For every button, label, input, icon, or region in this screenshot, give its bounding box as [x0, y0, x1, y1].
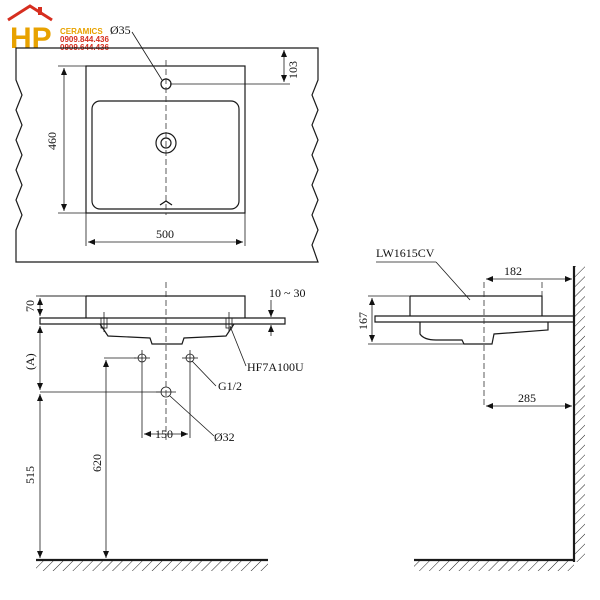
side-basin-body: [419, 322, 549, 345]
side-counter: [374, 315, 575, 323]
front-basin-rim: [85, 295, 246, 318]
counter-outline: [15, 47, 319, 263]
d32-leader: [169, 395, 215, 437]
dim-hole-diameter: Ø35: [110, 23, 131, 37]
logo-chimney-icon: [38, 7, 42, 15]
logo-phone-1: 0909.844.436: [60, 35, 109, 44]
side-wall-hatch: [575, 266, 585, 562]
dim-a: (A): [23, 353, 37, 370]
dim-182: 182: [504, 264, 522, 278]
fixing-right: [225, 312, 233, 332]
dim-620: 620: [90, 454, 104, 472]
basin-bowl: [91, 100, 240, 210]
dim-500: 500: [156, 227, 174, 241]
dim-10-30: 10 ~ 30: [269, 286, 306, 300]
side-basin-top: [409, 295, 543, 316]
dim-150: 150: [155, 427, 173, 441]
front-basin-body: [99, 323, 235, 345]
g12-leader: [191, 360, 217, 387]
part-hf7a100u: HF7A100U: [247, 360, 304, 374]
model-number: LW1615CV: [376, 246, 435, 260]
front-floor-hatch: [36, 561, 268, 571]
dim-167: 167: [356, 312, 370, 330]
overflow-mark: [159, 200, 173, 206]
dim-285: 285: [518, 391, 536, 405]
dim-460: 460: [45, 132, 59, 150]
side-floor-hatch: [414, 561, 574, 571]
logo-subtitle: CERAMICS: [60, 27, 103, 36]
dim-70: 70: [23, 300, 37, 312]
part-g12: G1/2: [218, 379, 242, 393]
fixing-left: [100, 312, 108, 332]
front-view: 70 (A) 515 620 150 10 ~ 30 HF7A100U G1/2…: [23, 282, 306, 571]
dim-d32: Ø32: [214, 430, 235, 444]
water-valve-right: [182, 350, 198, 366]
hf-leader: [229, 325, 247, 367]
logo-brand: HP: [10, 22, 52, 55]
dim-103: 103: [286, 61, 300, 79]
basin-outer: [85, 65, 246, 214]
top-view: Ø35 103 460 500: [15, 23, 319, 263]
water-valve-left: [134, 350, 150, 366]
front-counter: [39, 317, 286, 325]
hole-leader: [131, 31, 163, 81]
side-view: 182 285 167 LW1615CV: [356, 246, 585, 571]
logo-roof-icon: [7, 4, 53, 22]
dim-515: 515: [23, 466, 37, 484]
